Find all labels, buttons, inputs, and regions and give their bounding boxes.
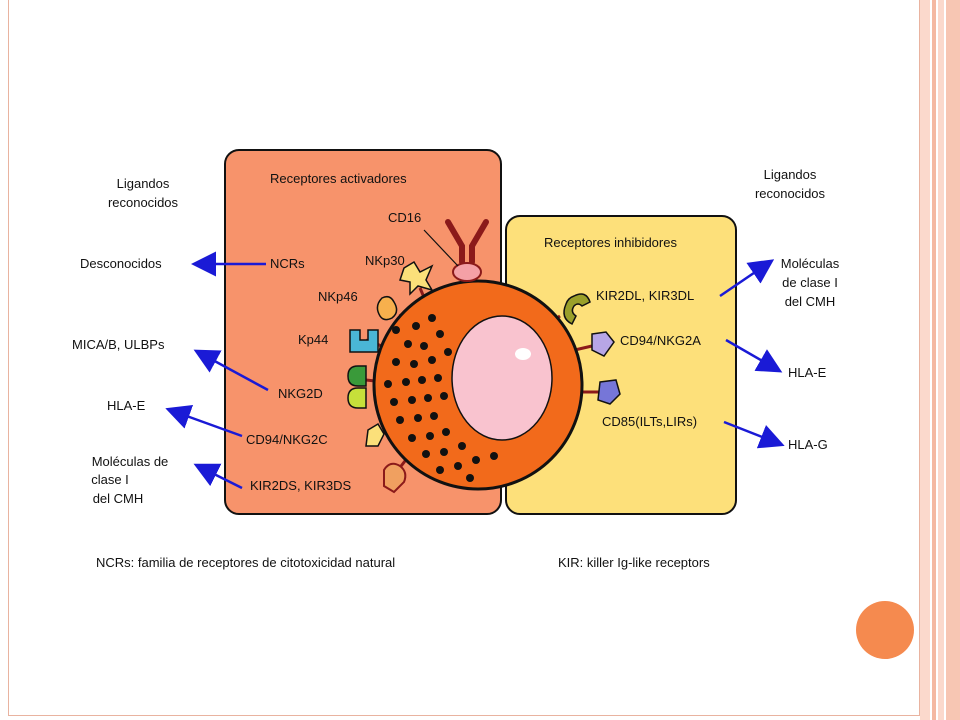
nkp46-receptor [376, 295, 398, 321]
kir2dl-receptor [563, 293, 591, 326]
slide-frame [8, 0, 920, 716]
label-kir2ds: KIR2DS, KIR3DS [250, 478, 351, 493]
accent-dot [856, 601, 914, 659]
label-cd16: CD16 [388, 210, 421, 225]
label-nkg2d: NKG2D [278, 386, 323, 401]
label-nkp30: NKp30 [365, 253, 405, 268]
activating-title: Receptores activadores [270, 171, 407, 186]
label-cd85: CD85(ILTs,LIRs) [602, 414, 697, 429]
ligand-mica-ulbps: MICA/B, ULBPs [72, 337, 165, 352]
label-kp44: Kp44 [298, 332, 328, 347]
ligand-arrows [165, 251, 785, 490]
ligand-mhc-left-2: clase I [91, 472, 129, 487]
ligand-mhc-right-1: Moléculas [781, 256, 840, 271]
ligand-desconocidos: Desconocidos [80, 256, 162, 271]
decorative-stripes [920, 0, 960, 720]
nkg2d-receptor [347, 365, 367, 409]
ligand-mhc-right-3: del CMH [785, 294, 836, 309]
ligand-hla-e-right: HLA-E [788, 365, 827, 380]
right-heading-line-1: Ligandos [764, 167, 817, 182]
left-heading-line-2: reconocidos [108, 195, 179, 210]
label-kir2dl: KIR2DL, KIR3DL [596, 288, 694, 303]
nucleus [451, 315, 553, 441]
right-heading-line-2: reconocidos [755, 186, 826, 201]
footnote-ncrs: NCRs: familia de receptores de citotoxic… [96, 555, 395, 570]
ligand-hla-e-left: HLA-E [107, 398, 146, 413]
label-cd94-nkg2c: CD94/NKG2C [246, 432, 328, 447]
nucleus-highlight [515, 348, 531, 360]
footnote-kir: KIR: killer Ig-like receptors [558, 555, 710, 570]
inhibitory-title: Receptores inhibidores [544, 235, 677, 250]
kir2ds-receptor [383, 462, 407, 494]
label-cd94-nkg2a: CD94/NKG2A [620, 333, 701, 348]
cd16-pointer [423, 229, 459, 267]
cd94-nkg2c-receptor [365, 422, 385, 447]
ligand-mhc-left-1: Moléculas de [92, 454, 169, 469]
label-nkp46: NKp46 [318, 289, 358, 304]
cd94-nkg2a-receptor [591, 331, 615, 357]
nkp30-receptor [399, 260, 434, 296]
kp44-receptor [349, 329, 379, 353]
cd85-receptor [597, 379, 621, 405]
ligand-mhc-right-2: de clase I [782, 275, 838, 290]
ligand-mhc-left-3: del CMH [93, 491, 144, 506]
ligand-hla-g: HLA-G [788, 437, 828, 452]
granules [384, 314, 498, 482]
cd16-receptor [445, 219, 489, 282]
label-ncrs: NCRs [270, 256, 305, 271]
left-heading-line-1: Ligandos [117, 176, 170, 191]
